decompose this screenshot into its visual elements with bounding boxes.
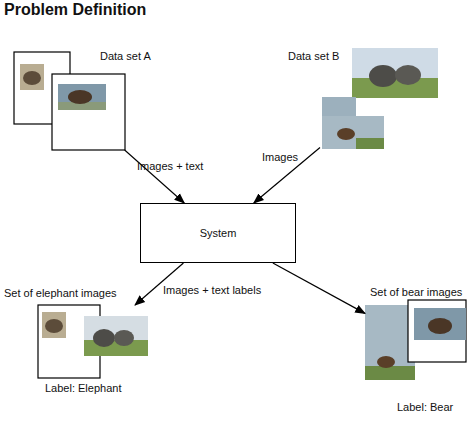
photo (322, 97, 356, 117)
image-set: Set of elephant imagesLabel: Elephant (38, 305, 148, 378)
image-set: Data set A (14, 52, 125, 150)
animal (395, 65, 421, 85)
photo (352, 48, 438, 98)
node-label: System (200, 227, 237, 240)
diagram-title: Problem Definition (4, 1, 146, 19)
edge-label: Images + text labels (163, 284, 261, 297)
animal (45, 319, 63, 333)
class-label: Label: Bear (397, 401, 453, 414)
animal (428, 318, 452, 334)
photo (322, 116, 384, 149)
node-label: Set of bear images (370, 286, 462, 299)
image-set: Data set B (320, 46, 438, 150)
flow-arrow (273, 263, 365, 313)
photo (84, 316, 148, 356)
flow-arrow (125, 150, 185, 203)
photo-ground (365, 366, 415, 380)
animal (23, 71, 41, 85)
class-label: Label: Elephant (45, 382, 121, 395)
animal (114, 330, 134, 346)
edge-label: Images (262, 151, 298, 164)
photo (42, 312, 66, 338)
image-card (408, 300, 466, 362)
animal (68, 90, 92, 104)
animal (377, 356, 395, 368)
photo (414, 308, 466, 340)
node-label: Set of elephant images (4, 287, 117, 300)
animal (93, 329, 115, 347)
animal (369, 65, 397, 87)
image-card (52, 74, 125, 150)
node-label: Data set A (100, 50, 151, 63)
node-label: Data set B (288, 50, 339, 63)
photo-ground (356, 138, 384, 149)
edge-label: Images + text (137, 160, 203, 173)
image-set: Set of bear imagesLabel: Bear (365, 300, 466, 382)
animal (337, 128, 355, 140)
photo (20, 64, 44, 90)
photo (58, 84, 106, 110)
process-box: System (140, 203, 296, 263)
flow-arrow (254, 147, 320, 203)
